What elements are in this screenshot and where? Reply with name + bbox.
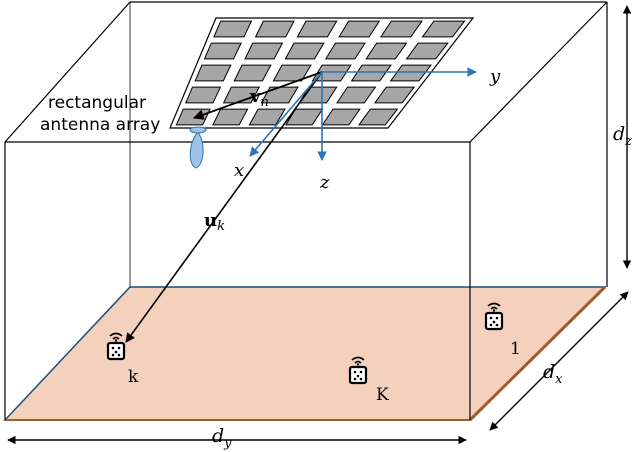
uk-vector bbox=[125, 71, 323, 343]
uk-subscript: k bbox=[217, 219, 225, 234]
uk-symbol: u bbox=[204, 210, 217, 231]
axis-x-line bbox=[249, 71, 323, 157]
uk-label: uk bbox=[204, 210, 225, 234]
antenna-element bbox=[185, 86, 222, 104]
vn-label: vn bbox=[249, 86, 269, 110]
antenna-element bbox=[222, 86, 261, 104]
vn-symbol: v bbox=[249, 86, 261, 107]
antenna-element bbox=[373, 86, 416, 104]
dim-y-subscript: y bbox=[223, 436, 232, 451]
antenna-element bbox=[350, 64, 392, 82]
antenna-element bbox=[213, 20, 253, 38]
antenna-element bbox=[203, 42, 242, 60]
array-label-line1: rectangular bbox=[48, 93, 146, 113]
antenna-element bbox=[321, 108, 361, 126]
axis-x-label: x bbox=[234, 160, 244, 181]
antenna-element bbox=[254, 20, 295, 38]
device-K-label: K bbox=[376, 385, 389, 405]
antenna-element bbox=[338, 20, 381, 38]
antenna-element bbox=[389, 64, 433, 82]
antenna-element bbox=[379, 20, 423, 38]
beam-lobe bbox=[189, 131, 204, 169]
dim-x-label: dx bbox=[543, 361, 563, 387]
array-label-line2: antenna array bbox=[40, 115, 160, 135]
antenna-element bbox=[272, 64, 312, 82]
dim-y-symbol: d bbox=[212, 425, 224, 447]
axis-y-label: y bbox=[489, 66, 501, 87]
coordinate-axes bbox=[249, 67, 477, 161]
dim-x-arrow bbox=[489, 291, 629, 431]
vn-vector bbox=[192, 71, 323, 120]
dim-z-subscript: z bbox=[624, 134, 632, 149]
dim-y-label: dy bbox=[212, 425, 232, 451]
antenna-element bbox=[233, 64, 272, 82]
dim-z-label: dz bbox=[613, 123, 632, 149]
antenna-element bbox=[194, 64, 232, 82]
device-1-label: 1 bbox=[510, 339, 521, 359]
antenna-element bbox=[405, 42, 449, 60]
antenna-element bbox=[212, 108, 249, 126]
antenna-elements bbox=[175, 20, 466, 126]
antenna-element bbox=[365, 42, 408, 60]
dim-x-symbol: d bbox=[543, 361, 555, 383]
device-k-label: k bbox=[128, 367, 139, 387]
axis-z-label: z bbox=[319, 172, 330, 193]
antenna-element bbox=[296, 20, 338, 38]
antenna-element bbox=[421, 20, 466, 38]
antenna-element bbox=[284, 42, 325, 60]
antenna-element bbox=[244, 42, 284, 60]
dim-z-symbol: d bbox=[613, 123, 625, 145]
antenna-element bbox=[324, 42, 367, 60]
dim-x-subscript: x bbox=[555, 372, 563, 387]
room-box bbox=[4, 1, 608, 420]
vn-subscript: n bbox=[260, 95, 268, 110]
beam-lobe-base bbox=[189, 126, 207, 134]
antenna-element bbox=[336, 86, 377, 104]
antenna-element bbox=[358, 108, 399, 126]
antenna-element bbox=[285, 108, 324, 126]
